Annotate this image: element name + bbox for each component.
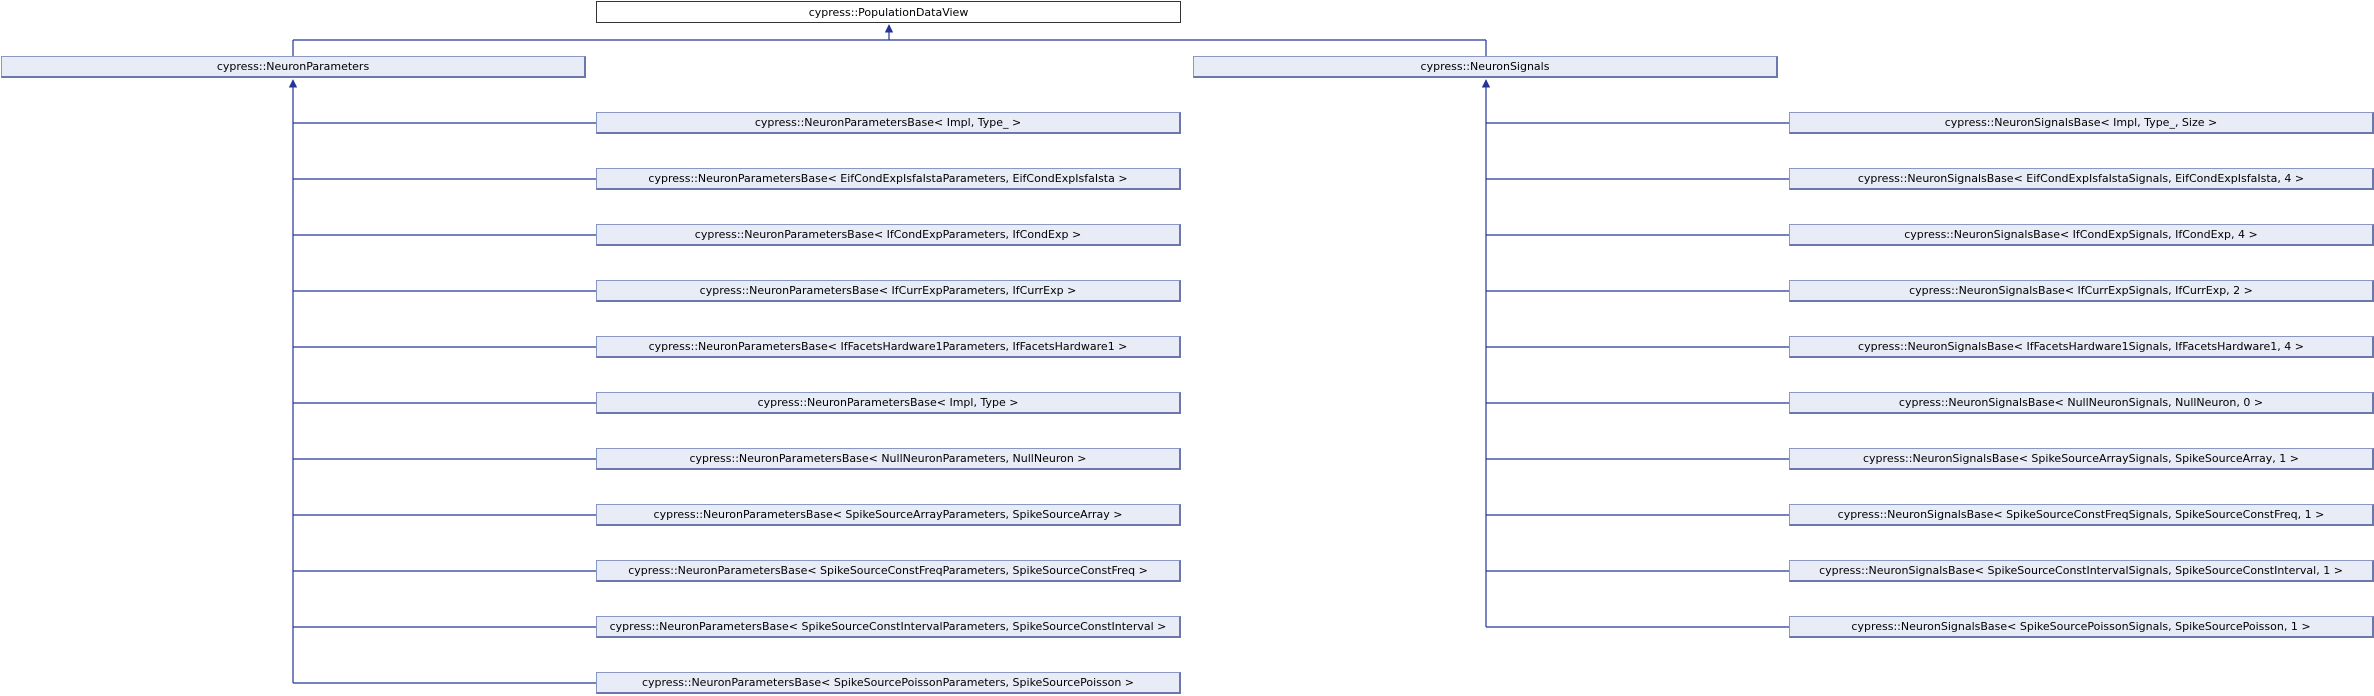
- signals-base-class-node-4[interactable]: cypress::NeuronSignalsBase< IfCurrExpSig…: [1789, 280, 2374, 302]
- params-base-class-node-9[interactable]: cypress::NeuronParametersBase< SpikeSour…: [596, 560, 1181, 582]
- signals-base-class-node-3[interactable]: cypress::NeuronSignalsBase< IfCondExpSig…: [1789, 224, 2374, 246]
- signals-base-class-node-6[interactable]: cypress::NeuronSignalsBase< NullNeuronSi…: [1789, 392, 2374, 414]
- params-base-class-node-3[interactable]: cypress::NeuronParametersBase< IfCondExp…: [596, 224, 1181, 246]
- signals-base-class-node-1[interactable]: cypress::NeuronSignalsBase< Impl, Type_,…: [1789, 112, 2374, 134]
- signals-base-class-node-9[interactable]: cypress::NeuronSignalsBase< SpikeSourceC…: [1789, 560, 2374, 582]
- signals-base-class-node-7[interactable]: cypress::NeuronSignalsBase< SpikeSourceA…: [1789, 448, 2374, 470]
- params-base-class-node-8[interactable]: cypress::NeuronParametersBase< SpikeSour…: [596, 504, 1181, 526]
- params-base-class-node-10[interactable]: cypress::NeuronParametersBase< SpikeSour…: [596, 616, 1181, 638]
- neuron-parameters-node[interactable]: cypress::NeuronParameters: [1, 56, 586, 78]
- signals-base-class-node-8[interactable]: cypress::NeuronSignalsBase< SpikeSourceC…: [1789, 504, 2374, 526]
- params-base-class-node-1[interactable]: cypress::NeuronParametersBase< Impl, Typ…: [596, 112, 1181, 134]
- root-class-node[interactable]: cypress::PopulationDataView: [596, 1, 1181, 23]
- neuron-signals-node[interactable]: cypress::NeuronSignals: [1193, 56, 1778, 78]
- params-base-class-node-4[interactable]: cypress::NeuronParametersBase< IfCurrExp…: [596, 280, 1181, 302]
- params-base-class-node-6[interactable]: cypress::NeuronParametersBase< Impl, Typ…: [596, 392, 1181, 414]
- params-base-class-node-5[interactable]: cypress::NeuronParametersBase< IfFacetsH…: [596, 336, 1181, 358]
- params-base-class-node-11[interactable]: cypress::NeuronParametersBase< SpikeSour…: [596, 672, 1181, 694]
- signals-base-class-node-2[interactable]: cypress::NeuronSignalsBase< EifCondExpIs…: [1789, 168, 2374, 190]
- signals-base-class-node-5[interactable]: cypress::NeuronSignalsBase< IfFacetsHard…: [1789, 336, 2374, 358]
- signals-base-class-node-10[interactable]: cypress::NeuronSignalsBase< SpikeSourceP…: [1789, 616, 2374, 638]
- params-base-class-node-7[interactable]: cypress::NeuronParametersBase< NullNeuro…: [596, 448, 1181, 470]
- params-base-class-node-2[interactable]: cypress::NeuronParametersBase< EifCondEx…: [596, 168, 1181, 190]
